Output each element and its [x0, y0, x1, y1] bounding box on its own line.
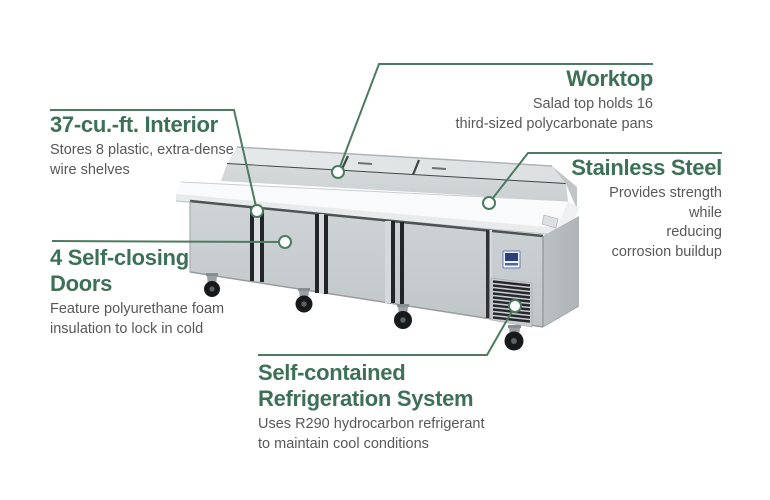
door-gap-4: [486, 230, 490, 318]
stainless-title: Stainless Steel: [571, 155, 722, 180]
doors-desc-line: insulation to lock in cold: [50, 320, 204, 337]
caster-wheel: [504, 325, 524, 351]
doors-title-line: 4 Self-closing: [50, 245, 189, 270]
callout-interior: 37-cu.-ft. Interior Stores 8 plastic, ex…: [50, 112, 234, 180]
doors-desc-line: Feature polyurethane foam: [50, 301, 225, 317]
callout-points: [250, 165, 522, 313]
worktop-title: Worktop: [566, 66, 653, 91]
stainless-callout-line: [488, 152, 722, 204]
refrigeration-desc-line: to maintain cool conditions: [258, 435, 429, 452]
interior-title: 37-cu.-ft. Interior: [50, 112, 218, 137]
hood-body: [221, 164, 577, 209]
callout-stainless: Stainless Steel Provides strength while …: [571, 155, 722, 262]
worktop-callout-line: [337, 63, 653, 173]
interior-callout-line: [50, 109, 258, 212]
stainless-desc-line: corrosion buildup: [611, 243, 722, 260]
refrigeration-callout-point: [508, 299, 522, 313]
door-gap-2: [315, 214, 328, 294]
door-gap-1: [250, 208, 264, 282]
callout-doors: 4 Self-closing Doors Feature polyurethan…: [50, 245, 224, 339]
door-gap-3: [385, 221, 404, 305]
stainless-desc-line: Provides strength: [609, 185, 722, 201]
doors-title-line: Doors: [50, 271, 113, 296]
worktop-desc-line: Salad top holds 16: [532, 96, 653, 112]
worktop-callout-point: [331, 165, 345, 179]
callout-lines: [50, 63, 722, 356]
casters: [204, 273, 524, 351]
doors-callout-line: [51, 240, 286, 243]
stainless-desc-line: while: [688, 204, 722, 221]
caster-wheel: [394, 304, 412, 329]
worktop-desc-line: third-sized polycarbonate pans: [455, 115, 653, 132]
refrigeration-desc-line: Uses R290 hydrocarbon refrigerant: [258, 416, 485, 432]
caster-wheel: [295, 288, 313, 313]
cabinet-side-panel: [542, 216, 580, 328]
doors-callout-point: [278, 235, 292, 249]
brand-badge: [502, 250, 521, 269]
refrigeration-callout-line: [258, 305, 516, 356]
caster-wheel: [204, 273, 220, 297]
interior-desc-line: Stores 8 plastic, extra-dense: [50, 142, 234, 158]
door-gap-4-highlight: [489, 230, 492, 318]
interior-desc-line: wire shelves: [50, 161, 130, 178]
refrigeration-title-line: Self-contained: [258, 360, 406, 385]
stainless-callout-point: [482, 196, 496, 210]
stainless-desc-line: reducing: [666, 224, 722, 240]
callout-worktop: Worktop Salad top holds 16 third-sized p…: [455, 66, 654, 134]
refrigeration-title-line: Refrigeration System: [258, 386, 474, 411]
interior-callout-point: [250, 204, 264, 218]
callout-refrigeration: Self-contained Refrigeration System Uses…: [258, 360, 484, 454]
cabinet-front: [189, 199, 544, 328]
